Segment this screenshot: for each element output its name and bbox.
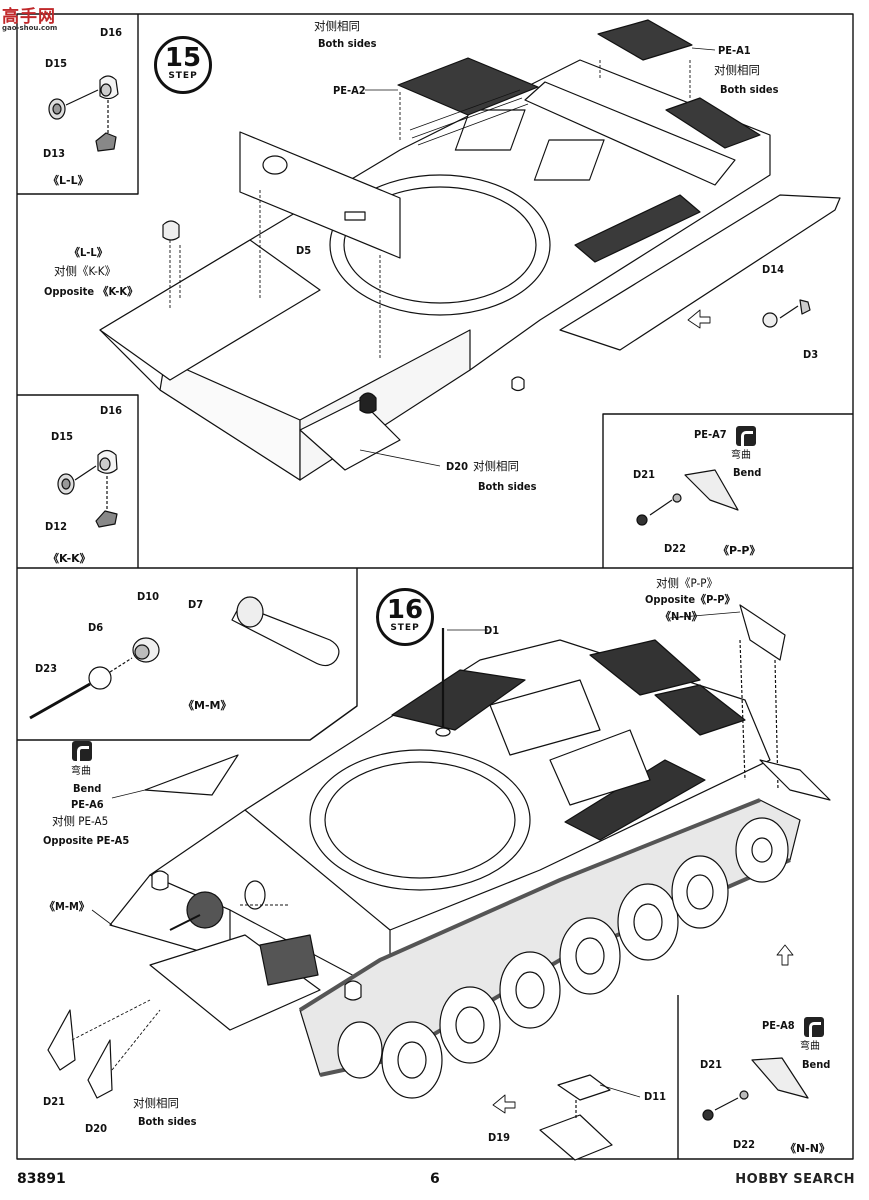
ref-kk-caption: 《K-K》 — [48, 552, 91, 565]
bend-icon — [72, 741, 92, 761]
step-number: 15 — [164, 43, 202, 73]
part-label-d7: D7 — [188, 598, 204, 611]
both-sides-en: Both sides — [318, 37, 377, 50]
part-label-d21: D21 — [43, 1095, 65, 1108]
kit-code: 83891 — [17, 1171, 66, 1187]
part-label-d20: D20 — [85, 1122, 107, 1135]
part-label-d16: D16 — [100, 26, 122, 39]
both-sides-cn: 对侧相同 — [714, 63, 760, 77]
step15-hull — [99, 19, 841, 481]
ref-pp-caption: 《P-P》 — [718, 544, 761, 557]
part-label-d3: D3 — [803, 348, 819, 361]
both-sides-cn: 对侧相同 — [133, 1096, 179, 1110]
watermark-logo: 高手网 gao-shou.com — [2, 2, 57, 32]
inset-nn-drawing — [702, 1057, 809, 1121]
inset-pp-drawing — [636, 469, 739, 526]
part-label-d11: D11 — [644, 1090, 666, 1103]
inset-kk-drawing — [57, 449, 118, 528]
bend-cn: 弯曲 — [71, 766, 91, 777]
part-label-d13: D13 — [43, 147, 65, 160]
both-sides-en: Both sides — [138, 1115, 197, 1128]
inset-mm-drawing — [29, 596, 340, 720]
both-sides-en: Both sides — [478, 480, 537, 493]
inset-pp-frame — [602, 413, 853, 568]
inset-ll-frame — [17, 14, 139, 195]
ref-nn-caption: 《N-N》 — [785, 1142, 830, 1155]
inset-kk-frame — [17, 394, 139, 568]
bend-icon — [804, 1017, 824, 1037]
part-label-d16: D16 — [100, 404, 122, 417]
bend-en: Bend — [802, 1058, 831, 1071]
part-label-d20: D20 — [446, 460, 468, 473]
part-label-d22: D22 — [733, 1138, 755, 1151]
part-label-d15: D15 — [51, 430, 73, 443]
part-label-d23: D23 — [35, 662, 57, 675]
part-label-d15: D15 — [45, 57, 67, 70]
part-label-pe-a2: PE-A2 — [333, 84, 366, 97]
step16-hull — [47, 604, 831, 1161]
part-label-d19: D19 — [488, 1131, 510, 1144]
part-label-d21: D21 — [700, 1058, 722, 1071]
ref-ll-caption: 《L-L》 — [48, 174, 89, 187]
panel-frames — [16, 13, 854, 1160]
part-label-d21: D21 — [633, 468, 655, 481]
inset-mm-frame — [17, 568, 358, 741]
part-label-pe-a6: PE-A6 — [71, 798, 104, 811]
opposite-pe-a5-en: Opposite PE-A5 — [43, 834, 130, 847]
part-label-pe-a7: PE-A7 — [694, 428, 727, 441]
bend-cn: 弯曲 — [800, 1041, 820, 1052]
part-label-d5: D5 — [296, 244, 312, 257]
page-border — [16, 13, 854, 1160]
both-sides-en: Both sides — [720, 83, 779, 96]
ref-mm-caption: 《M-M》 — [183, 699, 232, 712]
leader-lines — [91, 47, 741, 1098]
watermark-brand: 高手网 — [2, 7, 56, 27]
opposite-pe-a5-cn: 对侧 PE-A5 — [52, 814, 109, 828]
opposite-kk-cn: 对侧《K-K》 — [54, 264, 117, 278]
bend-icon — [736, 426, 756, 446]
step-word: STEP — [168, 71, 198, 81]
part-label-d6: D6 — [88, 621, 104, 634]
part-label-pe-a8: PE-A8 — [762, 1019, 795, 1032]
rear-plate-d5 — [239, 131, 401, 259]
pe-a1-screen — [597, 19, 693, 61]
page-number: 6 — [430, 1171, 440, 1187]
part-label-d10: D10 — [137, 590, 159, 603]
opposite-pp-en: Opposite《P-P》 — [645, 593, 736, 606]
part-label-d12: D12 — [45, 520, 67, 533]
bend-en: Bend — [733, 466, 762, 479]
inset-ll-drawing — [48, 75, 119, 152]
step-word: STEP — [390, 623, 420, 633]
part-label-d22: D22 — [664, 542, 686, 555]
part-label-pe-a1: PE-A1 — [718, 44, 751, 57]
ref-mm-label: 《M-M》 — [44, 900, 90, 913]
ref-nn-label: 《N-N》 — [660, 610, 703, 623]
part-label-d14: D14 — [762, 263, 784, 276]
step-15-badge: 15 STEP — [154, 36, 212, 94]
watermark-site: gao-shou.com — [2, 24, 58, 32]
bend-en: Bend — [73, 782, 102, 795]
step-16-badge: 16 STEP — [376, 588, 434, 646]
opposite-pp-cn: 对侧《P-P》 — [656, 576, 718, 590]
hobby-search-logo: HOBBY SEARCH — [735, 1172, 855, 1187]
opposite-kk-en: Opposite 《K-K》 — [44, 285, 139, 298]
both-sides-cn: 对侧相同 — [314, 19, 360, 33]
ref-ll-label: 《L-L》 — [69, 246, 108, 259]
both-sides-cn: 对侧相同 — [473, 459, 519, 473]
bend-cn: 弯曲 — [731, 450, 751, 461]
step-number: 16 — [386, 595, 424, 625]
pe-a2-screen — [397, 57, 539, 116]
part-label-d1: D1 — [484, 624, 500, 637]
